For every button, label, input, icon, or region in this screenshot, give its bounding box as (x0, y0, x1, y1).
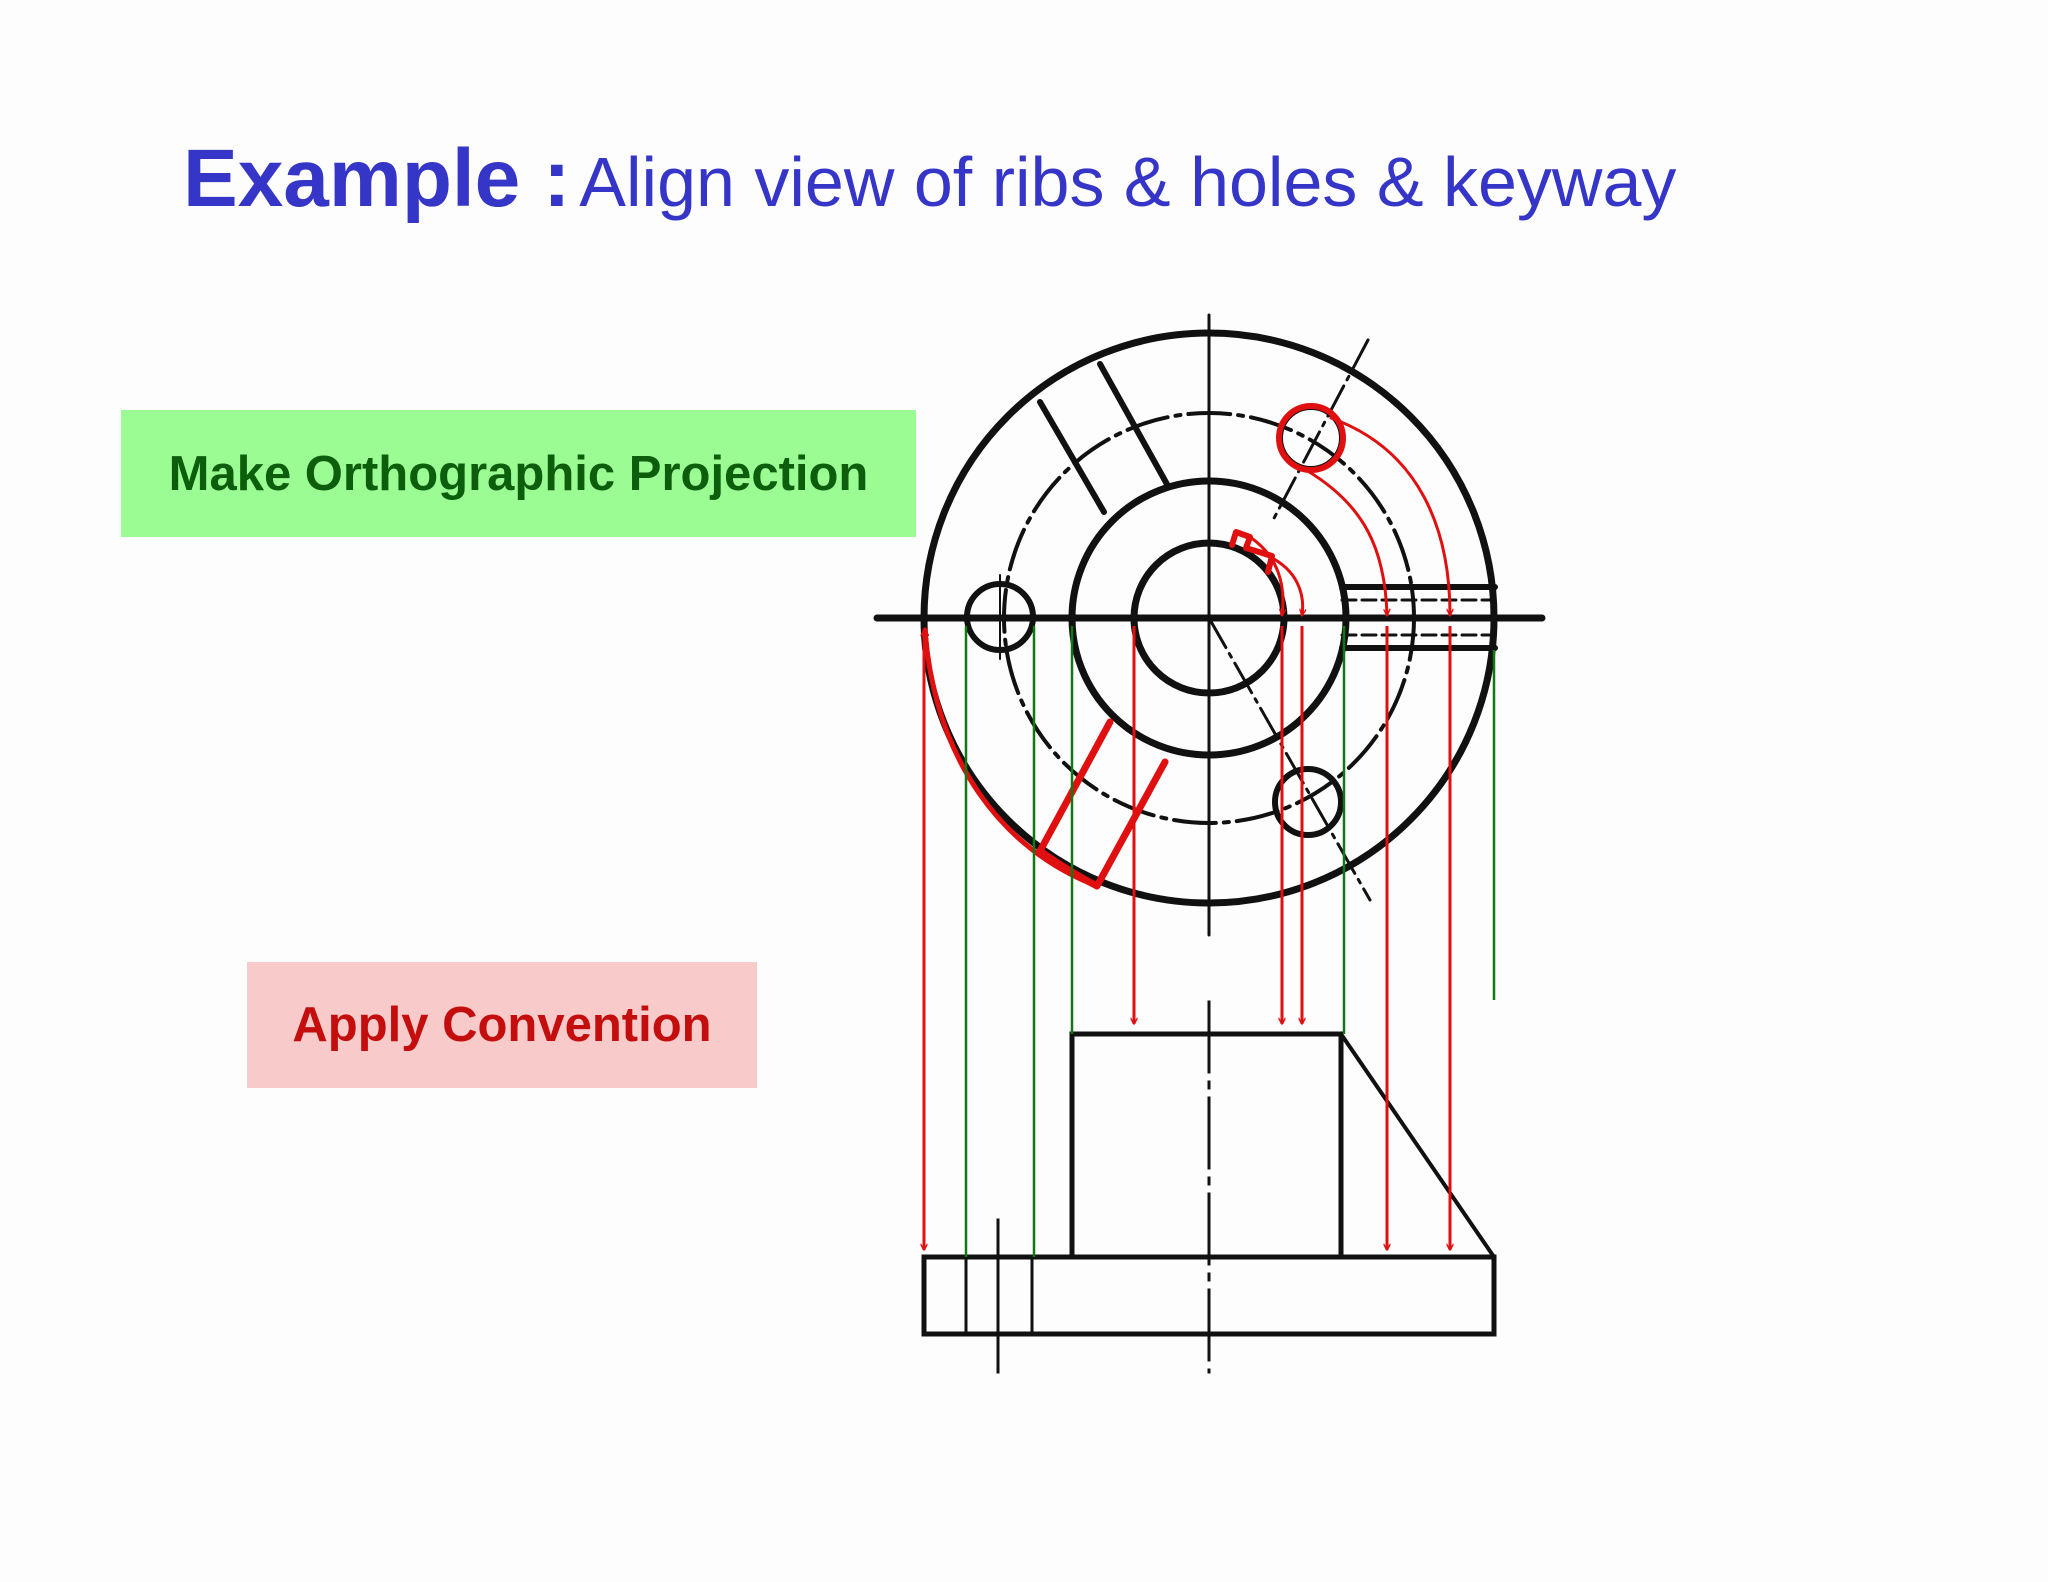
bore-circle (1130, 539, 1288, 697)
rotation-arc-hole-2 (1329, 416, 1450, 617)
top-view-inclined-centerline-lower (1207, 616, 1372, 902)
convention-callout-label: Apply Convention (292, 998, 712, 1052)
upper-rib-edge-left (1037, 399, 1107, 515)
highlighted-hole (1276, 403, 1346, 473)
slide-title-label: Example : (183, 133, 571, 224)
top-view-highlights (925, 403, 1450, 890)
projection-callout: Make Orthographic Projection (121, 410, 916, 537)
hub-outer-circle (1068, 477, 1350, 759)
rotation-arc-keyway-2 (1266, 554, 1303, 617)
slide-title-text: Align view of ribs & holes & keyway (579, 143, 1677, 221)
rotation-arc-keyway-1 (1248, 535, 1283, 617)
upper-rib-edge-right (1097, 361, 1171, 489)
green-projectors (964, 626, 1496, 1257)
rotation-arc-hole-1 (1304, 468, 1387, 617)
projection-callout-label: Make Orthographic Projection (168, 446, 869, 501)
hub-outline (1069, 1031, 1344, 1260)
convention-callout: Apply Convention (247, 962, 757, 1088)
bolt-hole-lower-right (1272, 766, 1344, 838)
red-projectors (924, 626, 1450, 1250)
top-view-inclined-centerline (1270, 338, 1370, 524)
rotation-arc-rib (925, 627, 1100, 889)
flange-outer-circle (920, 329, 1498, 907)
rib-slope (1338, 1031, 1497, 1260)
front-view (921, 1000, 1497, 1374)
slide-title: Example : Align view of ribs & holes & k… (183, 138, 1676, 220)
top-view (873, 313, 1546, 937)
highlighted-lower-rib (1036, 718, 1169, 890)
